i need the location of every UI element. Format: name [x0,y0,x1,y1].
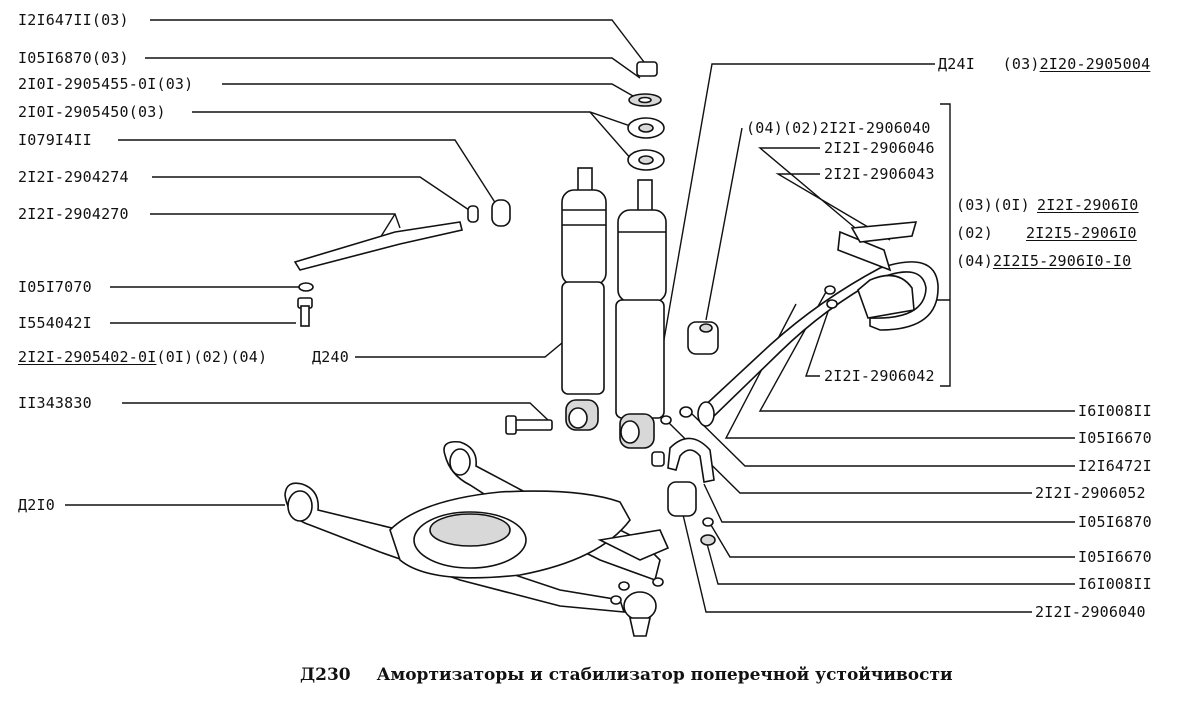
label-part-i05i6870-b: I05I6870 [1078,513,1152,531]
clamp-parts [651,285,838,546]
label-part-2i2i-2906040: 2I2I-2906040 [1035,603,1146,621]
small-bolts [297,282,553,435]
bushing [687,321,719,355]
label-part-2i2i5-2906i0: 2I2I5-2906I0 [1026,224,1137,242]
label-variant-02: (02) [956,224,993,242]
label-part-2i2i-2905402: 2I2I-2905402-0I [18,348,157,366]
label-part-i05i6670-a: I05I6670 [1078,429,1152,447]
label-part-2i2i-2906046: 2I2I-2906046 [824,139,935,157]
label-part-i05i6870-03: I05I6870(03) [18,49,129,67]
label-variant-03: (03) [1002,55,1040,73]
label-part-2i2i-2904270: 2I2I-2904270 [18,205,129,223]
label-part-2i2i-2906i0: 2I2I-2906I0 [1037,196,1139,214]
label-part-i2i6472i: I2I6472I [1078,457,1152,475]
lower-arm-assembly [284,440,670,637]
label-part-2i2i5-2906i0-i0: 2I2I5-2906I0-I0 [992,252,1132,270]
label-part-i6i008ii-b: I6I008II [1078,575,1152,593]
label-part-i05i6670-b: I05I6670 [1078,548,1152,566]
label-ref-d2i0: Д2I0 [18,496,55,514]
label-part-2i0i-2905450: 2I0I-2905450(03) [18,103,166,121]
label-part-2i2i-2906040-variants: (04)(02)2I2I-2906040 [746,119,931,137]
label-part-2i2i-2904274: 2I2I-2904274 [18,168,129,186]
label-part-2i20-2905004: 2I20-2905004 [1039,55,1151,73]
strut-rod [293,221,463,271]
label-part-shock-absorber: 2I2I-2905402-0I(0I)(02)(04) [18,348,267,366]
label-part-i05i7070: I05I7070 [18,278,92,296]
shock-absorber-rear [561,167,607,431]
label-top-right-group: Д24I (03)2I20-2905004 [938,55,1150,73]
label-variant-04: (04) [956,252,993,270]
label-part-2i2i-2906042: 2I2I-2906042 [824,367,935,385]
label-part-i6i008ii-a: I6I008II [1078,402,1152,420]
label-variants-shock: (0I)(02)(04) [156,348,268,366]
caption-code: Д230 [300,665,351,685]
caption-title: Амортизаторы и стабилизатор поперечной у… [376,665,953,685]
top-mount-parts [467,61,665,227]
label-ref-d24i: Д24I [938,55,975,73]
label-part-i2i647ii: I2I647II(03) [18,11,129,29]
label-part-2i2i-2906052: 2I2I-2906052 [1035,484,1146,502]
label-variant-04-group: (04)2I2I5-2906I0-I0 [956,252,1131,270]
label-part-ii343830: II343830 [18,394,92,412]
figure-caption: Д230 Амортизаторы и стабилизатор поперечн… [300,665,953,685]
label-part-2i0i-2905455: 2I0I-2905455-0I(03) [18,75,194,93]
label-ref-d240: Д240 [312,348,349,366]
label-part-i554042i: I554042I [18,314,92,332]
stabilizer-bar [697,221,939,427]
label-part-2i2i-2906043: 2I2I-2906043 [824,165,935,183]
shock-absorber-front [615,179,667,449]
label-variant-03-01: (03)(0I) [956,196,1030,214]
label-part-i079i4ii: I079I4II [18,131,92,149]
